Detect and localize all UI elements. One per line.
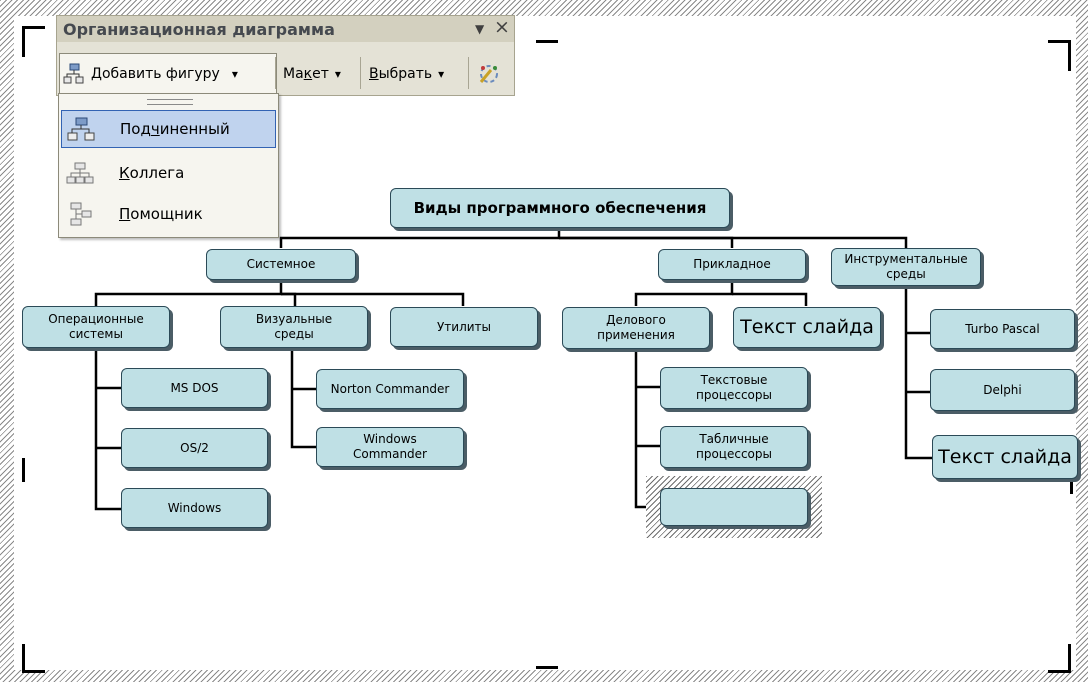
- menu-item-assistant[interactable]: Помощник: [61, 195, 276, 233]
- node-windows-commander[interactable]: Windows Commander: [316, 427, 464, 467]
- node-os2[interactable]: OS/2: [121, 428, 268, 468]
- node-spreadsheets[interactable]: Табличные процессоры: [660, 426, 808, 468]
- resize-handle-top-right[interactable]: [1048, 40, 1071, 71]
- add-shape-pressed-bg: [59, 53, 277, 93]
- node-ms-dos[interactable]: MS DOS: [121, 368, 268, 408]
- assistant-icon: [70, 202, 92, 226]
- node-visual[interactable]: Визуальные среды: [220, 306, 368, 348]
- menu-grip[interactable]: [147, 99, 193, 105]
- layout-button[interactable]: Макет ▾: [283, 66, 341, 82]
- subordinate-icon: [67, 117, 95, 141]
- node-business[interactable]: Делового применения: [562, 307, 710, 349]
- resize-handle-left[interactable]: [22, 458, 25, 482]
- node-slide-text-2[interactable]: Текст слайда: [932, 435, 1078, 479]
- resize-handle-bottom-right[interactable]: [1048, 644, 1071, 673]
- menu-item-subordinate[interactable]: Подчиненный: [61, 110, 276, 148]
- close-icon[interactable]: ×: [494, 16, 510, 38]
- node-text-processors[interactable]: Текстовые процессоры: [660, 367, 808, 409]
- node-software-types[interactable]: Виды программного обеспечения: [390, 188, 730, 228]
- node-system[interactable]: Системное: [206, 249, 356, 280]
- resize-handle-bottom-left[interactable]: [22, 644, 45, 673]
- add-shape-button[interactable]: Добавить фигуру ▾: [63, 60, 238, 88]
- separator: [468, 57, 469, 89]
- node-applied[interactable]: Прикладное: [658, 249, 806, 280]
- node-turbo-pascal[interactable]: Turbo Pascal: [930, 309, 1075, 349]
- node-windows[interactable]: Windows: [121, 488, 268, 528]
- subordinate-icon: [63, 63, 84, 84]
- toolbar-title: Организационная диаграмма: [63, 20, 335, 39]
- select-button[interactable]: Выбрать ▾: [369, 66, 445, 82]
- node-slide-text-1[interactable]: Текст слайда: [733, 307, 881, 348]
- resize-handle-bottom[interactable]: [536, 666, 558, 669]
- menu-item-coworker[interactable]: Коллега: [61, 154, 276, 192]
- autoformat-icon: [479, 65, 498, 83]
- node-delphi[interactable]: Delphi: [930, 369, 1075, 411]
- resize-handle-top-left[interactable]: [22, 26, 45, 57]
- node-utilities[interactable]: Утилиты: [390, 307, 538, 347]
- org-chart-toolbar: Организационная диаграмма ▼ × Добавить ф…: [56, 15, 515, 96]
- separator: [275, 57, 276, 89]
- chevron-down-icon: ▾: [231, 67, 238, 81]
- node-tools[interactable]: Инструментальные среды: [831, 248, 981, 286]
- node-empty-selected[interactable]: [660, 488, 808, 526]
- coworker-icon: [66, 162, 94, 184]
- node-norton-commander[interactable]: Norton Commander: [316, 369, 464, 409]
- autoformat-button[interactable]: [477, 60, 501, 88]
- chevron-down-icon: ▾: [438, 67, 445, 81]
- separator: [360, 57, 361, 89]
- add-shape-menu: Подчиненный Коллега Помощник: [58, 93, 279, 238]
- node-os[interactable]: Операционные системы: [22, 306, 170, 348]
- toolbar-options-icon[interactable]: ▼: [475, 22, 485, 36]
- toolbar-title-bar[interactable]: Организационная диаграмма ▼ ×: [57, 16, 514, 42]
- resize-handle-top[interactable]: [536, 40, 558, 43]
- resize-handle-right[interactable]: [1070, 470, 1073, 494]
- chevron-down-icon: ▾: [334, 67, 341, 81]
